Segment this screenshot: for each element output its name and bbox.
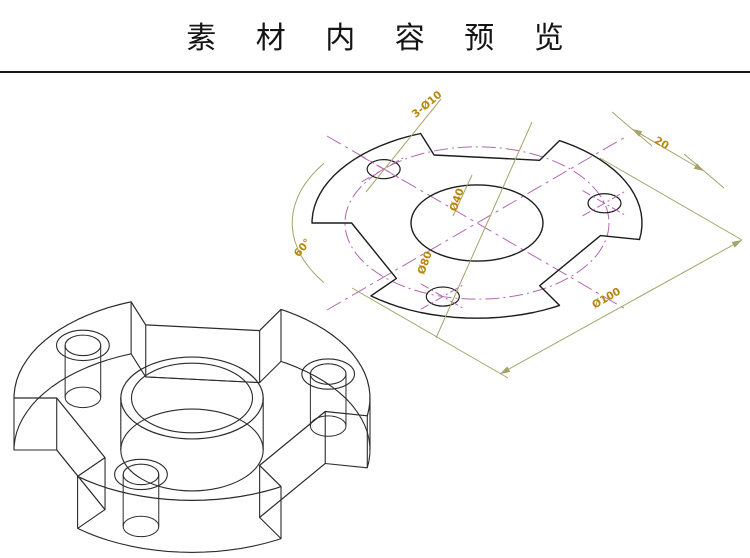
dim-label-bore-diameter: Ø40 — [448, 187, 467, 213]
dimension-labels: 3-Ø10 Ø40 Ø80 Ø100 60° 20 — [292, 89, 671, 312]
cad-drawing-canvas: 3-Ø10 Ø40 Ø80 Ø100 60° 20 — [13, 89, 743, 553]
title-bar: 素 材 内 容 预 览 — [0, 0, 750, 70]
title-divider — [0, 71, 750, 73]
isometric-wireframe-view — [13, 301, 371, 553]
page-title: 素 材 内 容 预 览 — [186, 22, 580, 55]
dim-label-bolt-circle-diameter: Ø80 — [416, 250, 435, 276]
top-view-with-dimensions — [291, 98, 743, 379]
dim-label-outer-diameter: Ø100 — [590, 285, 623, 311]
